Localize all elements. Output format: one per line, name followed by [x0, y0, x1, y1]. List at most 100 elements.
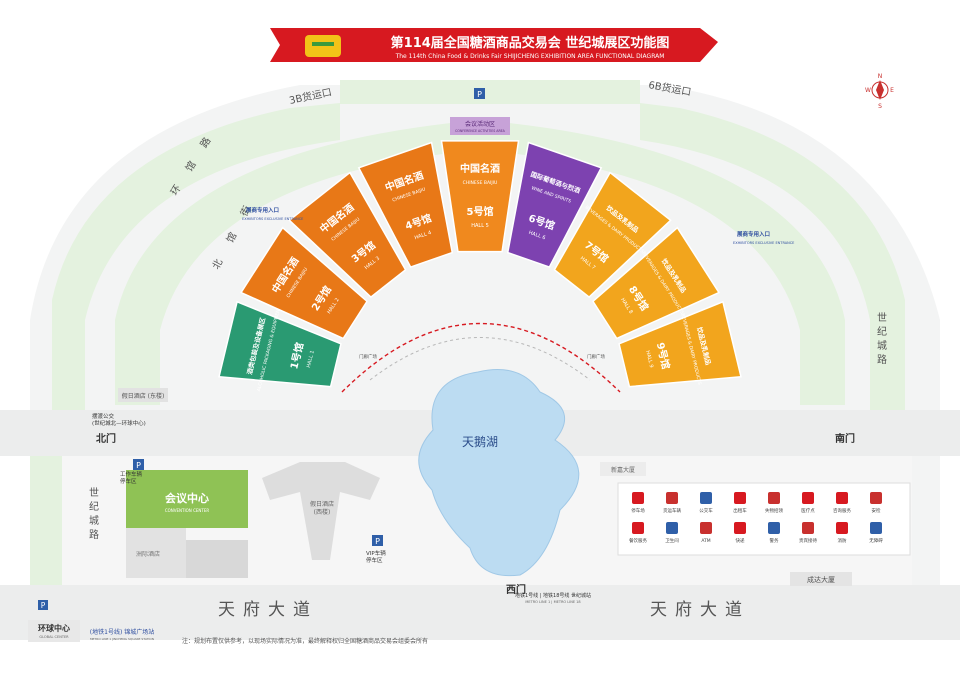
- hall-1-hall-en: HALL 1: [306, 350, 316, 368]
- plaza-dashed-route: [341, 322, 621, 393]
- legend-icon-4: [734, 492, 746, 504]
- staff-parking-icon: [133, 459, 144, 470]
- green-belt-left: [52, 103, 340, 410]
- lake-label: 天鹅湖: [462, 434, 498, 449]
- entrance-right-en: EXHIBITORS EXCLUSIVE ENTRANCE: [733, 241, 794, 245]
- legend-icon-16: [870, 522, 882, 534]
- legend-icon-9: [632, 522, 644, 534]
- legend-label-2: 货运车辆: [663, 507, 681, 514]
- legend-icon-3: [700, 492, 712, 504]
- legend-label-8: 安检: [872, 507, 881, 514]
- global-metro-label: (地铁1号线) 锦城广场站: [90, 628, 154, 636]
- staff-parking-line2: 停车区: [120, 477, 137, 485]
- global-parking-icon: [38, 600, 48, 610]
- plaza-inner-arc: [369, 337, 591, 381]
- east-hotel-label: 假日酒店 (东楼): [122, 392, 165, 400]
- legend-label-9: 餐饮服务: [629, 537, 647, 544]
- legend-label-14: 贵宾接待: [799, 537, 817, 544]
- compass-e: E: [890, 87, 894, 94]
- vip-parking-line1: VIP车辆: [366, 549, 386, 557]
- fair-logo-stripe: [312, 42, 334, 46]
- staff-parking-letter: P: [136, 461, 141, 470]
- legend-icon-8: [870, 492, 882, 504]
- shiji-road-left-label: 世纪城路: [87, 487, 99, 543]
- legend-label-1: 停车场: [631, 507, 645, 514]
- legend-icon-14: [802, 522, 814, 534]
- hall-8: [592, 226, 721, 340]
- hall-5-category: 中国名酒: [460, 162, 500, 175]
- legend-icon-15: [836, 522, 848, 534]
- legend-icon-2: [666, 492, 678, 504]
- legend-label-12: 快递: [736, 537, 745, 544]
- hall-9-hall-en: HALL 9: [644, 350, 654, 368]
- global-metro-en: METRO LINE 1 JINCHENG SQUARE STATION: [90, 637, 154, 641]
- legend-label-5: 失物招领: [765, 507, 783, 514]
- hall-3: [288, 171, 407, 299]
- plaza-gate-left: 门廊广场: [359, 353, 377, 360]
- south-gate-label: 南门: [835, 432, 855, 445]
- tianfu-road-right-label: 天府大道: [650, 600, 750, 620]
- legend-label-13: 警务: [770, 537, 779, 544]
- hall-5: [440, 140, 520, 253]
- compass-n: N: [878, 73, 883, 80]
- legend-label-3: 公交车: [699, 507, 713, 514]
- entrance-left-en: EXHIBITORS EXCLUSIVE ENTRANCE: [242, 217, 303, 221]
- legend-icon-7: [836, 492, 848, 504]
- legend-label-6: 医疗点: [801, 507, 815, 514]
- legend-icon-12: [734, 522, 746, 534]
- chengda-label: 成达大厦: [807, 575, 835, 584]
- legend-label-11: ATM: [701, 538, 710, 544]
- hall-4: [357, 141, 454, 268]
- global-center-label: 环球中心: [38, 623, 70, 633]
- meeting-area-label: 会议活动区: [465, 120, 495, 128]
- zhouji-label: 洲际酒店: [136, 550, 160, 558]
- xinjia-building: [600, 462, 646, 476]
- legend-icon-13: [768, 522, 780, 534]
- compass-s: S: [878, 103, 882, 110]
- green-left-lower: [30, 456, 62, 585]
- zhouji-hotel: [126, 528, 186, 578]
- tianfu-road: [0, 585, 960, 640]
- compass-needle-icon: [876, 80, 884, 100]
- legend-label-10: 卫生间: [665, 537, 679, 544]
- conference-en-label: CONVENTION CENTER: [165, 508, 210, 513]
- hall-5-number: 5号馆: [467, 205, 494, 218]
- hall-6-hall-en: HALL 6: [528, 230, 547, 241]
- conference-center: [126, 470, 248, 528]
- west-gate-label: 西门: [506, 583, 526, 596]
- legend-label-16: 无障碍: [869, 537, 883, 544]
- green-belt-right: [640, 103, 905, 410]
- hall-1: [218, 300, 342, 388]
- legend-icon-5: [768, 492, 780, 504]
- legend-label-15: 消防: [838, 537, 847, 544]
- green-belt-top: [340, 80, 640, 104]
- shiji-road-right-label: 世纪城路: [875, 312, 887, 368]
- conference-annex: [186, 540, 248, 578]
- legend-label-4: 出租车: [733, 507, 747, 514]
- hall-9: [618, 300, 742, 388]
- compass-w: W: [865, 87, 871, 94]
- hall-2: [239, 226, 368, 340]
- entrance-right-label: 展商专用入口: [737, 230, 770, 238]
- west-hotel-sub: (西楼): [314, 508, 331, 516]
- hall-5-hall-en: HALL 5: [471, 223, 489, 229]
- legend-icon-6: [802, 492, 814, 504]
- xinjia-label: 新嘉大厦: [611, 466, 635, 474]
- vip-parking-line2: 停车区: [366, 556, 383, 564]
- vip-parking-icon: [372, 535, 383, 546]
- west-hotel-label: 假日酒店: [310, 500, 334, 508]
- global-center-en: GLOBAL CENTER: [39, 635, 69, 639]
- meeting-area: [450, 117, 510, 135]
- meeting-area-en: CONFERENCE ACTIVITIES AREA: [455, 129, 506, 133]
- shuttle-line2: (世纪城北—环球中心): [92, 419, 146, 427]
- hall-6: [506, 141, 603, 268]
- conference-label: 会议中心: [165, 491, 209, 505]
- swan-lake: [418, 369, 580, 577]
- legend-panel: [617, 482, 911, 556]
- legend-label-7: 咨询服务: [833, 507, 851, 514]
- legend-icon-1: [632, 492, 644, 504]
- metro-west-en: METRO LINE 1 | METRO LINE 18: [525, 600, 580, 604]
